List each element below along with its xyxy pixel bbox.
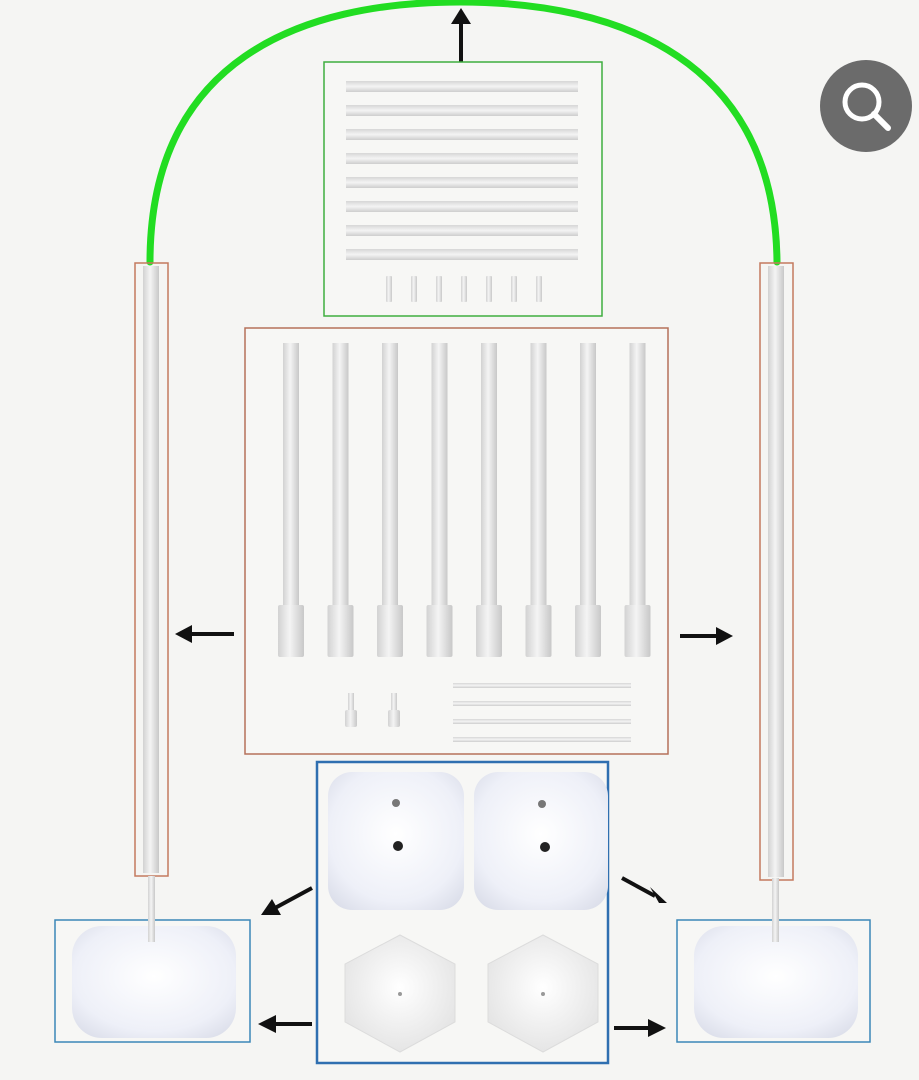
- thin-rod: [453, 683, 631, 688]
- arrow-right-icon: [614, 1019, 666, 1037]
- thin-rod: [453, 701, 631, 706]
- pole: [327, 343, 354, 657]
- search-icon: [820, 60, 912, 152]
- left-pole: [134, 262, 169, 938]
- arrow-up-icon: [451, 8, 471, 66]
- arrow-left-icon: [258, 1015, 312, 1033]
- thin-rod: [453, 737, 631, 742]
- arch-connector: [511, 276, 517, 302]
- arch-tube: [346, 81, 578, 92]
- pole: [624, 343, 651, 657]
- thin-rod: [453, 719, 631, 724]
- pole-set: [244, 327, 669, 755]
- pole: [575, 343, 601, 657]
- arch-connector: [461, 276, 467, 302]
- small-connector: [388, 693, 400, 727]
- small-connector: [345, 693, 357, 727]
- arch-connector: [486, 276, 492, 302]
- pole: [278, 343, 304, 657]
- right-pole: [759, 262, 794, 938]
- pole: [476, 343, 502, 657]
- arch-tube: [346, 201, 578, 212]
- arch-tube: [346, 177, 578, 188]
- hexagon-base-plate: [344, 934, 456, 1053]
- base-kit: [315, 760, 610, 1065]
- arrow-down-right-icon: [621, 876, 667, 903]
- arch-connector: [386, 276, 392, 302]
- arrow-left-icon: [175, 625, 234, 643]
- left-assembled-base: [54, 912, 251, 1043]
- arch-connector: [436, 276, 442, 302]
- arch-tube: [346, 225, 578, 236]
- right-assembled-base: [676, 912, 871, 1043]
- pole: [377, 343, 403, 657]
- square-water-base: [474, 772, 608, 910]
- hexagon-base-plate: [487, 934, 599, 1053]
- pole: [525, 343, 552, 657]
- square-water-base: [328, 772, 464, 910]
- zoom-button[interactable]: [820, 60, 912, 152]
- arch-tube: [346, 105, 578, 116]
- arch-tube-set: [323, 61, 603, 317]
- pole: [426, 343, 453, 657]
- arch-connector: [536, 276, 542, 302]
- arch-tube: [346, 129, 578, 140]
- arch-tube: [346, 249, 578, 260]
- arrow-down-left-icon: [261, 886, 313, 915]
- arch-connector: [411, 276, 417, 302]
- arrow-right-icon: [680, 627, 733, 645]
- arch-tube: [346, 153, 578, 164]
- arch-curve: [146, 0, 781, 266]
